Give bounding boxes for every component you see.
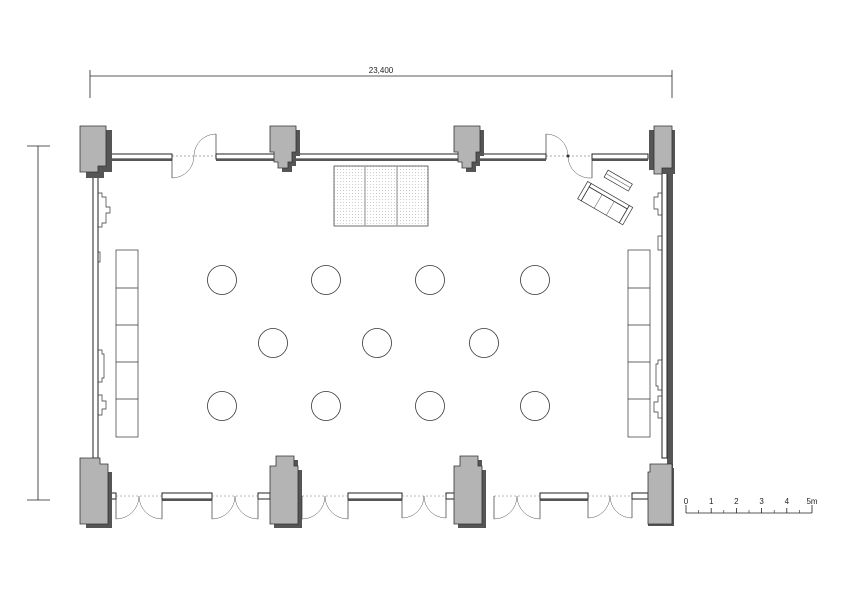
round-table-4	[520, 265, 550, 295]
side-counter-right	[627, 249, 651, 438]
scale-tick-label: 3	[759, 497, 764, 506]
pier-top-3	[453, 125, 481, 169]
round-table-11	[520, 391, 550, 421]
width-dimension-label: 23,400	[369, 66, 394, 75]
door-bottom-5	[493, 495, 541, 520]
door-bottom-1	[115, 495, 163, 520]
door-bottom-2	[211, 495, 259, 520]
round-table-8	[207, 391, 237, 421]
door-bottom-6	[587, 495, 633, 519]
pier-top-2	[269, 125, 297, 169]
top-piers	[79, 125, 675, 178]
round-table-2	[311, 265, 341, 295]
side-counter-left	[115, 249, 139, 438]
pier-bottom-3	[453, 455, 483, 525]
scale-tick-label: 5m	[806, 497, 817, 506]
round-table-3	[415, 265, 445, 295]
sofa-set	[577, 169, 634, 226]
scale-tick-label: 0	[684, 497, 689, 506]
width-dimension: 23,400	[89, 66, 673, 98]
scale-bar: 0 1 2 3 4 5m	[684, 497, 818, 514]
door-bottom-3	[301, 495, 349, 520]
pier-bottom-2	[269, 455, 299, 525]
door-bottom-4	[401, 495, 447, 519]
round-table-7	[469, 328, 499, 358]
bottom-piers	[79, 455, 674, 528]
scale-tick-label: 1	[709, 497, 714, 506]
pier-bottom-right	[647, 463, 673, 525]
round-table-1	[207, 265, 237, 295]
scale-tick-label: 4	[785, 497, 790, 506]
pier-top-left	[79, 125, 107, 173]
stage-platform	[333, 165, 429, 227]
round-table-5	[258, 328, 288, 358]
top-doors	[171, 133, 593, 179]
round-table-6	[362, 328, 392, 358]
pier-bottom-left	[79, 457, 109, 525]
left-pilasters	[98, 192, 111, 416]
right-pilasters	[653, 192, 662, 419]
round-table-9	[311, 391, 341, 421]
height-dimension	[27, 145, 50, 501]
round-tables	[207, 265, 550, 421]
pier-top-right	[653, 125, 673, 175]
round-table-10	[415, 391, 445, 421]
scale-tick-label: 2	[734, 497, 739, 506]
bottom-doors	[115, 495, 633, 520]
